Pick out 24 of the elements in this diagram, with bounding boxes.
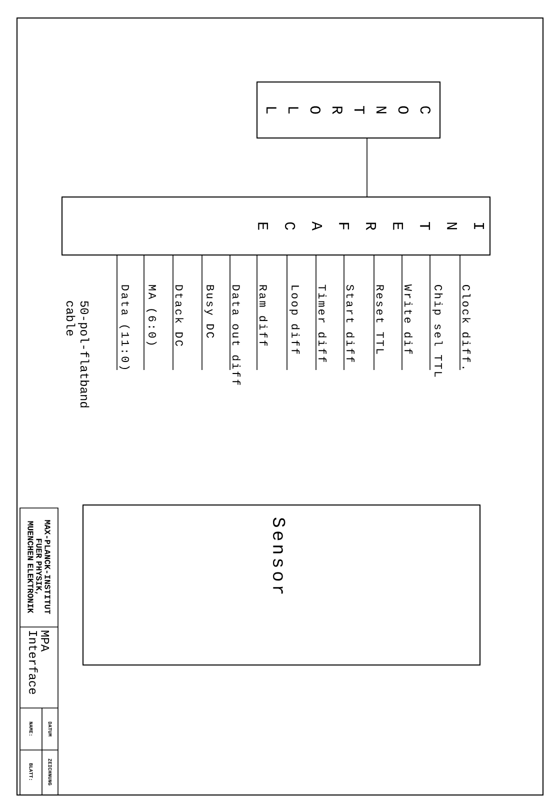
signal-line [286,255,288,370]
sensor-box: Sensor [82,504,480,666]
interface-box: INTERFACE [62,196,490,256]
signal-line [116,255,118,370]
signal-label: Ram diff [258,283,268,348]
title-block-text: MAX-PLANCK-INSTITUT FUER PHYSIK, MUENCHEN ELEKTRONIK [28,520,50,614]
control-box: CONTROLL [256,82,440,138]
signal-label: Busy DC [203,283,216,340]
signal-label: Loop diff [288,283,301,356]
signal-label: Write dif [403,283,414,356]
signal-label: Data (11:0) [118,283,131,372]
cable-label: 50-pol-flatband cable [66,301,90,408]
signal-line [256,255,258,370]
signal-label: Data out diff [231,283,242,387]
signal-label: Clock diff. [461,283,472,372]
signal-label: Timer diff [317,283,328,364]
signal-line [172,255,174,370]
signal-label: Start diff [345,283,356,364]
signal-label: Reset TTL [375,283,385,356]
signal-line [366,138,368,197]
signal-label: Chip sel TTL [431,283,444,378]
signal-label: MA (6:0) [145,283,158,348]
title-block-text: MPA Interface [29,630,49,694]
signal-label: Dtack DC [174,283,184,348]
